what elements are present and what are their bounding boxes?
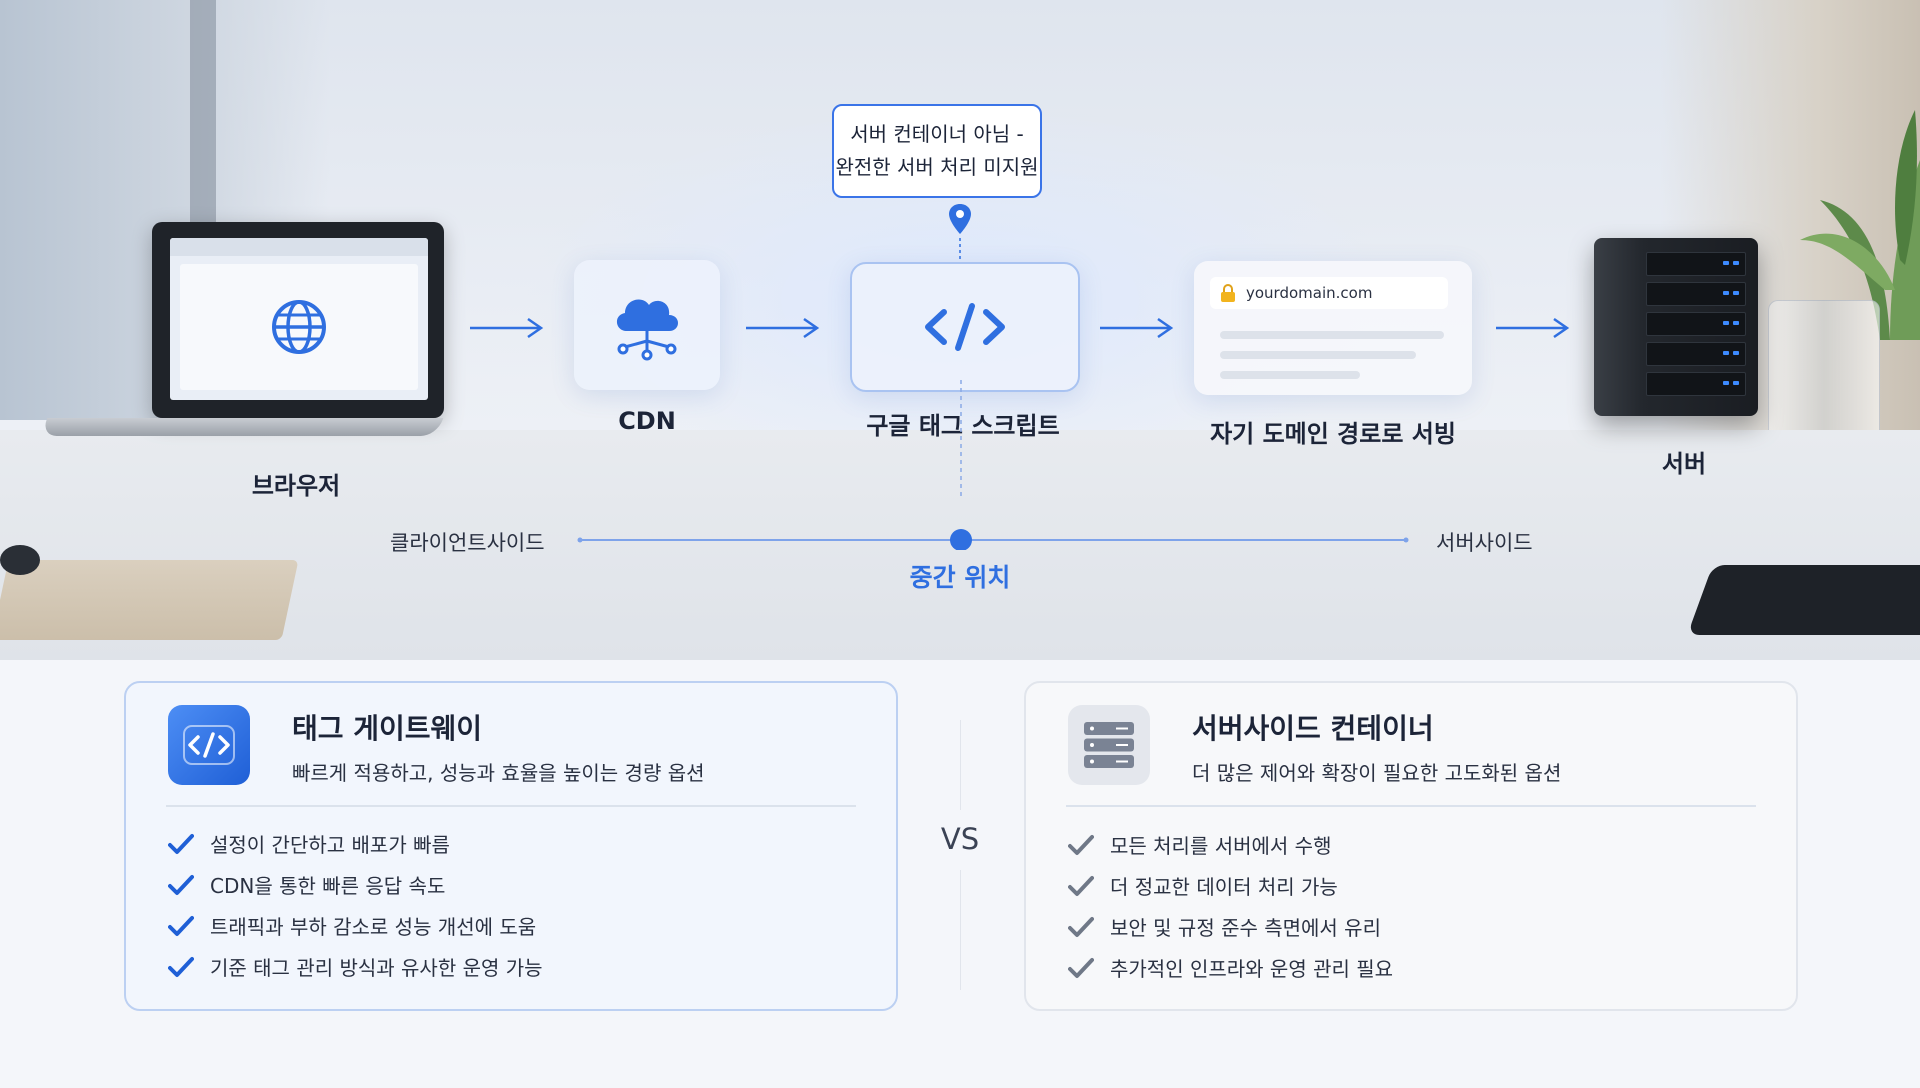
divider [166, 805, 856, 807]
content-placeholder-line [1220, 331, 1444, 339]
feature-item: 추가적인 인프라와 운영 관리 필요 [1068, 953, 1393, 982]
feature-text: 설정이 간단하고 배포가 빠름 [210, 833, 450, 857]
vs-divider-top [960, 720, 961, 810]
server-rack-icon [1594, 238, 1758, 416]
check-icon [168, 956, 194, 977]
plant-decoration [1800, 110, 1920, 340]
notebook-decoration [0, 560, 299, 640]
check-icon [168, 833, 194, 854]
check-icon [1068, 875, 1094, 896]
vs-divider-bottom [960, 870, 961, 990]
cdn-node [574, 260, 720, 390]
location-pin-icon [949, 204, 971, 260]
card-subtitle: 더 많은 제어와 확장이 필요한 고도화된 옵션 [1192, 761, 1562, 785]
feature-text: 기준 태그 관리 방식과 유사한 운영 가능 [210, 956, 543, 980]
laptop-screen [152, 222, 444, 418]
middle-position-label: 중간 위치 [909, 563, 1011, 592]
check-icon [1068, 834, 1094, 855]
arrow-right-icon [1496, 317, 1570, 339]
check-icon [1068, 916, 1094, 937]
check-icon [1068, 957, 1094, 978]
client-side-label: 클라이언트사이드 [390, 531, 545, 555]
feature-item: 보안 및 규정 준수 측면에서 유리 [1068, 912, 1381, 941]
feature-text: 추가적인 인프라와 운영 관리 필요 [1110, 957, 1394, 981]
card-title: 태그 게이트웨이 [292, 712, 483, 745]
arrow-right-icon [746, 317, 820, 339]
code-icon [168, 705, 250, 785]
code-icon [925, 303, 1005, 351]
feature-item: 설정이 간단하고 배포가 빠름 [168, 829, 450, 858]
divider [1066, 805, 1756, 807]
callout-box: 서버 컨테이너 아님 - 완전한 서버 처리 미지원 [832, 104, 1042, 198]
domain-browser-card: yourdomain.com [1194, 261, 1472, 395]
check-icon [168, 915, 194, 936]
feature-item: 기준 태그 관리 방식과 유사한 운영 가능 [168, 952, 543, 981]
address-bar: yourdomain.com [1210, 277, 1448, 309]
card-title: 서버사이드 컨테이너 [1192, 712, 1434, 745]
check-icon [168, 874, 194, 895]
vs-label: VS [940, 822, 980, 856]
cloud-network-icon [616, 299, 678, 361]
content-placeholder-line [1220, 371, 1360, 379]
callout-line-1: 서버 컨테이너 아님 - [850, 122, 1024, 146]
gtm-label: 구글 태그 스크립트 [866, 412, 1060, 440]
tag-gateway-card: 태그 게이트웨이 빠르게 적용하고, 성능과 효율을 높이는 경량 옵션 설정이… [124, 681, 898, 1011]
feature-item: 더 정교한 데이터 처리 가능 [1068, 871, 1338, 900]
url-text: yourdomain.com [1246, 284, 1373, 302]
feature-text: 트래픽과 부하 감소로 성능 개선에 도움 [210, 915, 537, 939]
lock-icon [1221, 284, 1235, 302]
feature-item: 트래픽과 부하 감소로 성능 개선에 도움 [168, 911, 536, 940]
arrow-right-icon [470, 317, 544, 339]
card-subtitle: 빠르게 적용하고, 성능과 효율을 높이는 경량 옵션 [292, 761, 705, 785]
server-container-card: 서버사이드 컨테이너 더 많은 제어와 확장이 필요한 고도화된 옵션 모든 처… [1024, 681, 1798, 1011]
feature-text: 더 정교한 데이터 처리 가능 [1110, 875, 1338, 899]
content-placeholder-line [1220, 351, 1416, 359]
position-axis [577, 380, 1409, 550]
server-label: 서버 [1661, 450, 1707, 478]
feature-text: CDN을 통한 빠른 응답 속도 [210, 874, 446, 898]
arrow-right-icon [1100, 317, 1174, 339]
cdn-label: CDN [618, 407, 676, 435]
domain-label: 자기 도메인 경로로 서빙 [1210, 420, 1456, 448]
browser-label: 브라우저 [251, 472, 341, 500]
feature-item: CDN을 통한 빠른 응답 속도 [168, 870, 445, 899]
gtm-node [850, 262, 1080, 392]
feature-text: 모든 처리를 서버에서 수행 [1110, 834, 1332, 858]
pen-decoration [0, 545, 40, 575]
diagram-background: 브라우저 CDN 서버 컨테이너 아님 - 완전한 서버 처리 미지원 [0, 0, 1920, 660]
feature-text: 보안 및 규정 준수 측면에서 유리 [1110, 916, 1381, 940]
server-stack-icon [1068, 705, 1150, 785]
callout-line-2: 완전한 서버 처리 미지원 [835, 155, 1039, 179]
server-side-label: 서버사이드 [1436, 531, 1533, 555]
phone-decoration [1687, 565, 1920, 635]
browser-toolbar [170, 238, 428, 256]
feature-item: 모든 처리를 서버에서 수행 [1068, 830, 1331, 859]
globe-icon [272, 300, 326, 354]
